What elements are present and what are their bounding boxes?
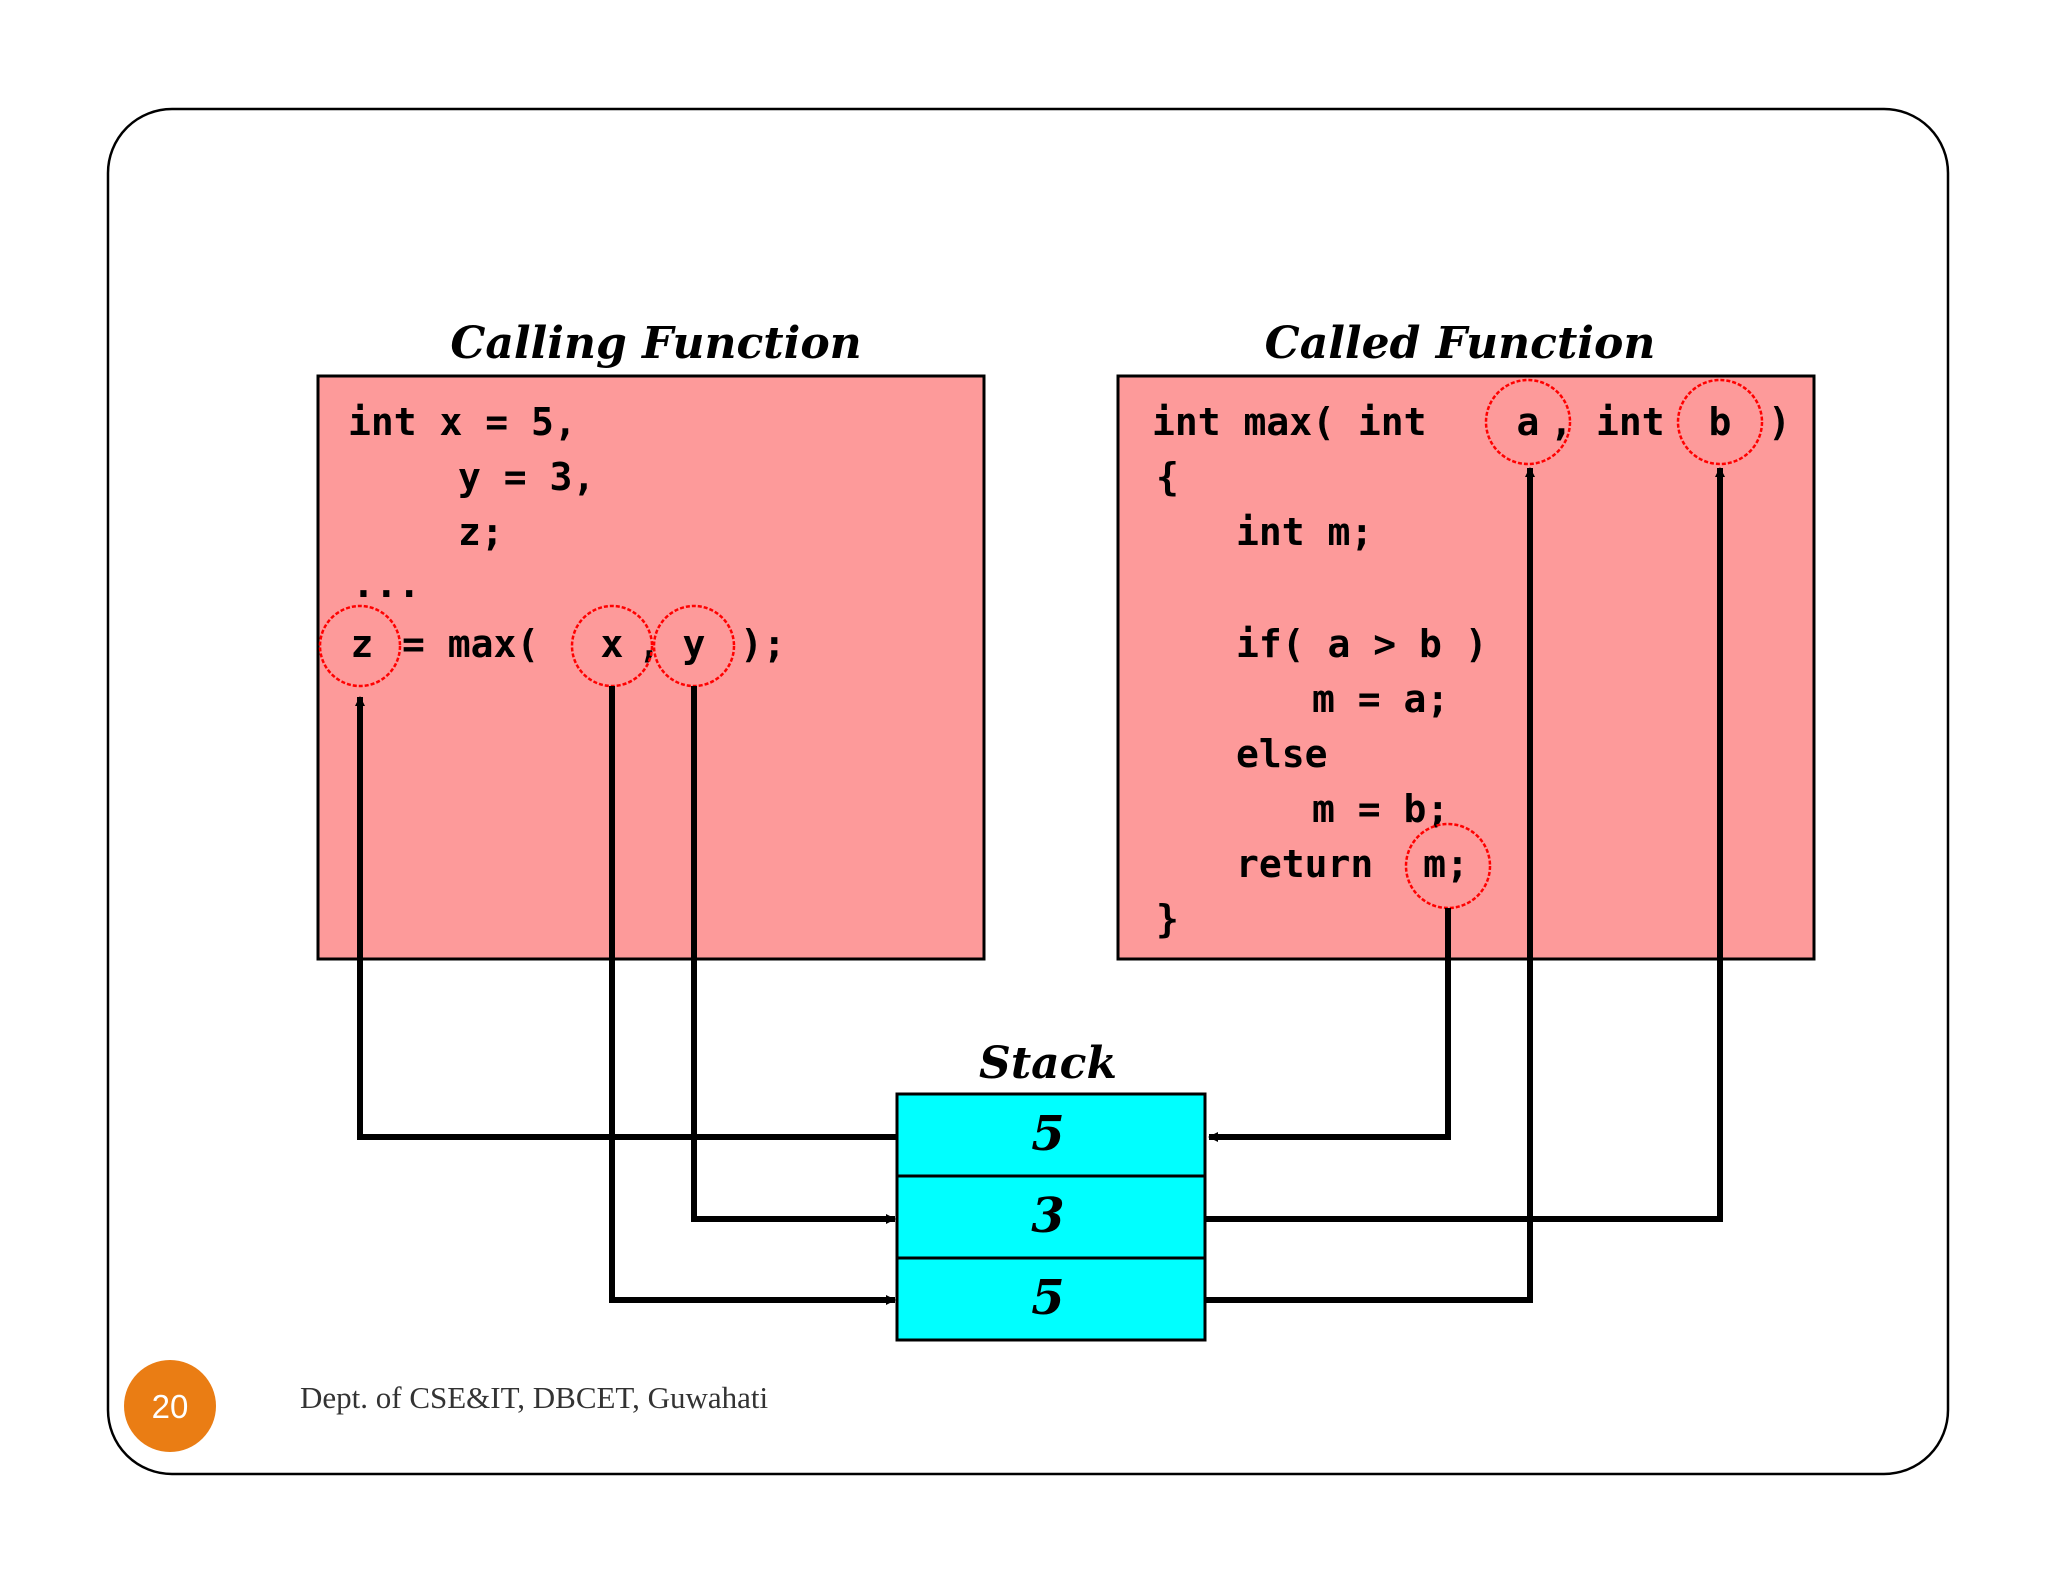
highlight-circle-z bbox=[318, 604, 402, 688]
footer-text: Dept. of CSE&IT, DBCET, Guwahati bbox=[300, 1380, 768, 1415]
code-line: m = b; bbox=[1312, 787, 1449, 831]
code-token: ) bbox=[1768, 400, 1791, 444]
code-line: { bbox=[1156, 455, 1179, 499]
stack-title: Stack bbox=[979, 1038, 1117, 1089]
connectors bbox=[355, 467, 1725, 1305]
stack-value: 5 bbox=[1031, 1270, 1064, 1326]
stack-cell bbox=[895, 1092, 1207, 1178]
code-token: = max( bbox=[402, 622, 539, 666]
code-line: else bbox=[1236, 732, 1328, 776]
code-line: if( a > b ) bbox=[1236, 622, 1488, 666]
code-line: int x = 5, bbox=[348, 400, 577, 444]
stack-cell bbox=[895, 1256, 1207, 1342]
stack-cell bbox=[895, 1174, 1207, 1260]
code-token-y: y bbox=[683, 622, 706, 666]
code-line: } bbox=[1156, 897, 1179, 941]
arrow-y-to-stack bbox=[691, 686, 896, 1224]
code-token: return bbox=[1236, 842, 1373, 886]
code-line: m = a; bbox=[1312, 677, 1449, 721]
arrow-x-to-stack bbox=[609, 686, 896, 1305]
code-token: int max( int bbox=[1152, 400, 1427, 444]
called-code-box bbox=[1116, 374, 1816, 961]
calling-code-box bbox=[316, 374, 986, 961]
code-token: , bbox=[1550, 400, 1573, 444]
stack-value: 3 bbox=[1031, 1188, 1064, 1244]
arrow-return-to-z bbox=[355, 696, 897, 1140]
highlight-circle-a bbox=[1484, 378, 1572, 466]
calling-title: Calling Function bbox=[450, 318, 861, 369]
code-line: z; bbox=[458, 510, 504, 554]
code-token: int bbox=[1596, 400, 1665, 444]
called-title: Called Function bbox=[1265, 318, 1656, 369]
called-highlights bbox=[1404, 378, 1764, 910]
code-token-a: a bbox=[1517, 400, 1540, 444]
stack-value: 5 bbox=[1031, 1106, 1064, 1162]
arrow-stack-to-a bbox=[1205, 467, 1535, 1303]
arrow-stack-to-b bbox=[1205, 467, 1725, 1222]
stack: 5 3 5 bbox=[895, 1092, 1207, 1342]
page-number-badge bbox=[124, 1360, 216, 1452]
page-number: 20 bbox=[152, 1388, 189, 1425]
code-token-b: b bbox=[1709, 400, 1732, 444]
arrow-m-to-stack bbox=[1208, 908, 1451, 1142]
code-token-x: x bbox=[601, 622, 624, 666]
code-line: ... bbox=[352, 562, 421, 606]
highlight-circle-m bbox=[1404, 822, 1492, 910]
code-line: int m; bbox=[1236, 510, 1373, 554]
called-code: int max( int a , int b ) { int m; if( a … bbox=[1152, 400, 1791, 941]
code-token-z: z bbox=[351, 622, 374, 666]
code-token-m: m; bbox=[1423, 842, 1469, 886]
highlight-circle-b bbox=[1676, 378, 1764, 466]
code-line: y = 3, bbox=[458, 455, 595, 499]
code-token: ); bbox=[740, 622, 786, 666]
